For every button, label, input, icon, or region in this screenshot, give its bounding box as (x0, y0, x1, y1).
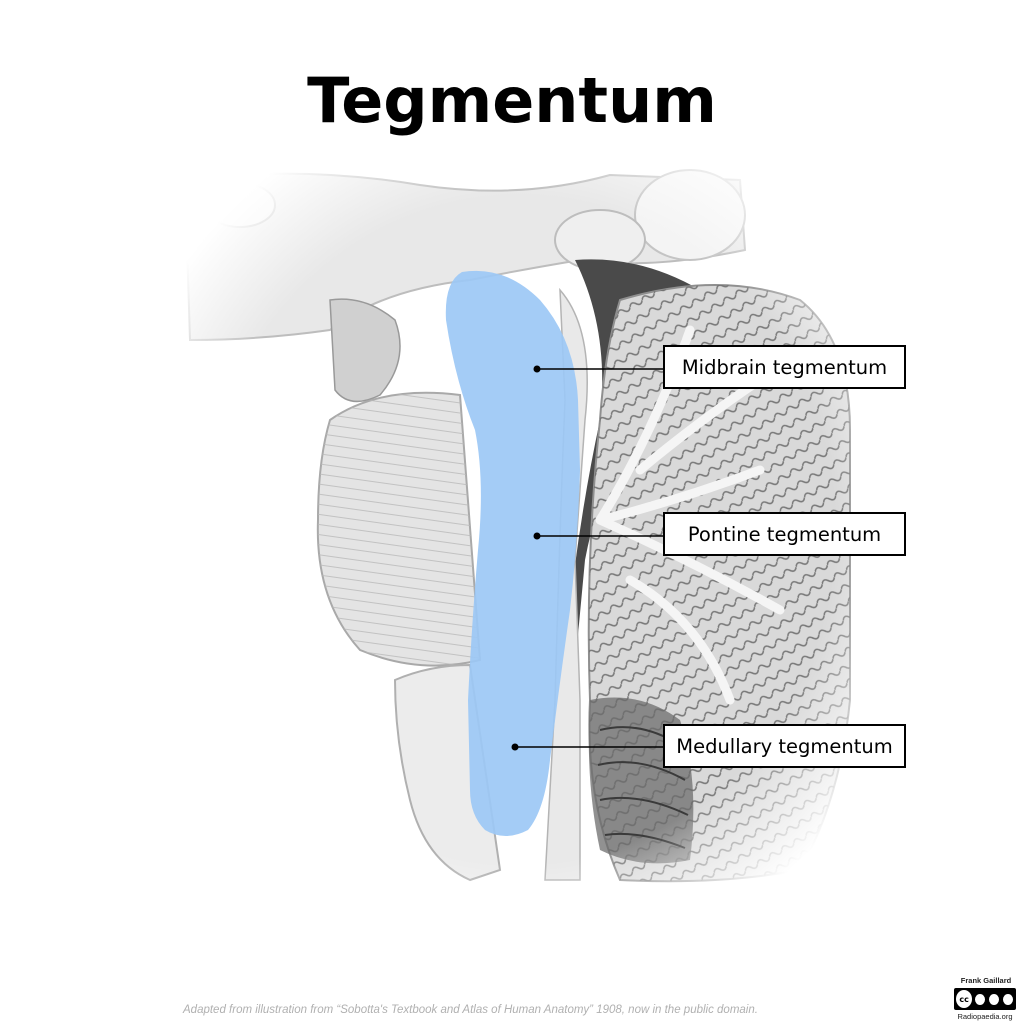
noncommercial-icon (988, 992, 1001, 1006)
marker-dot-medullary (511, 743, 519, 751)
label-medullary-tegmentum: Medullary tegmentum (663, 724, 906, 768)
sharealike-icon (1002, 992, 1014, 1006)
marker-dot-midbrain (533, 365, 541, 373)
site-link[interactable]: Radiopaedia.org (957, 1012, 1013, 1021)
author-name: Frank Gaillard (960, 976, 1012, 985)
label-pontine-tegmentum: Pontine tegmentum (663, 512, 906, 556)
image-credit: Adapted from illustration from “Sobotta'… (183, 1004, 758, 1016)
marker-dot-pontine (533, 532, 541, 540)
creative-commons-icon: cc (956, 990, 973, 1008)
label-midbrain-tegmentum: Midbrain tegmentum (663, 345, 906, 389)
license-badge[interactable]: cc (954, 988, 1016, 1010)
attribution-icon (974, 992, 987, 1006)
page-title: Tegmentum (307, 63, 717, 137)
tegmentum-highlight (445, 270, 580, 836)
